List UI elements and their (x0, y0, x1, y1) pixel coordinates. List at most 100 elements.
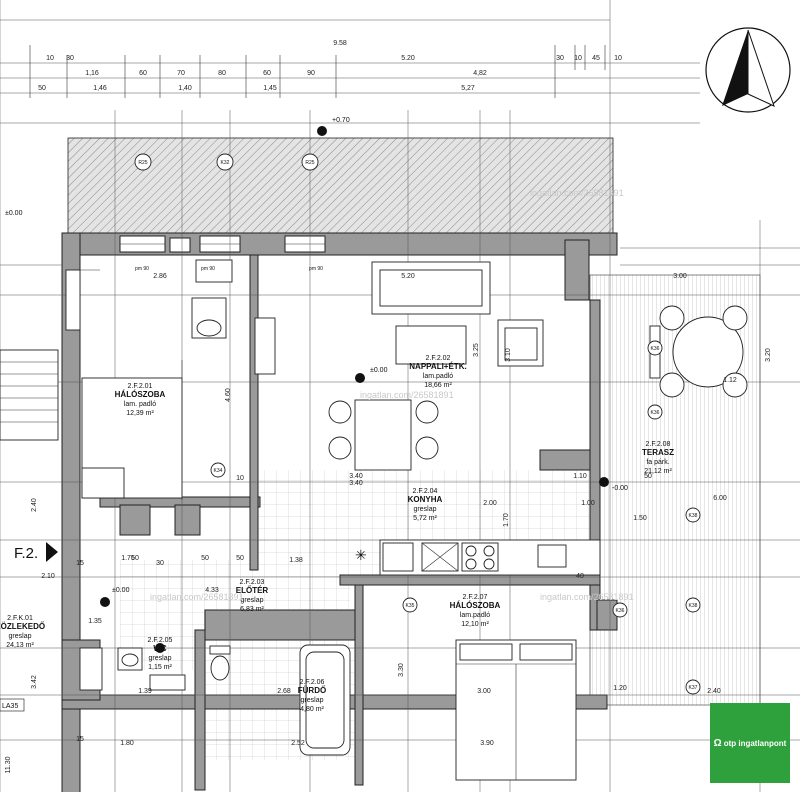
watermark-2: ingatlan.com/26581891 (360, 390, 454, 400)
dimension-value: 10 (46, 55, 54, 62)
room-code: 2.F.2.01 (128, 383, 153, 390)
dim-kitchen-width: 3.40 (349, 480, 363, 487)
small-dimension: 1.20 (613, 685, 627, 692)
room-name: KÖZLEKEDŐ (0, 622, 45, 631)
room-name: WC (153, 644, 167, 653)
small-dimension: 15 (76, 560, 84, 567)
dimension-value: 60 (139, 70, 147, 77)
level-hall: ±0.00 (112, 587, 130, 594)
dim-overall: 9.58 (333, 40, 347, 47)
stair-label-box (0, 698, 25, 712)
dimension-value: 4,82 (473, 70, 487, 77)
bedroom1-details (65, 269, 183, 500)
dimension-value: 60 (263, 70, 271, 77)
dimension-value: 10 (574, 55, 582, 62)
small-dimension: 40 (576, 573, 584, 580)
small-dimension: 10 (236, 475, 244, 482)
room-area: 5,72 m² (413, 515, 437, 522)
dim-living-height: 3.25 (473, 343, 480, 357)
small-dimension: 50 (236, 555, 244, 562)
room-area: 4,80 m² (300, 706, 324, 713)
dimension-value: 30 (66, 55, 74, 62)
dim-bath-width: 2.68 (277, 688, 291, 695)
otp-ingatlanpont-logo: Ω otp ingatlanpont (710, 703, 790, 783)
dim-left-a: 2.40 (31, 498, 38, 512)
sanitary (79, 644, 351, 756)
room-code: 2.F.2.02 (426, 355, 451, 362)
dim-hall-h: 4.33 (205, 587, 219, 594)
level-top: +0.70 (332, 117, 350, 124)
room-name: HÁLÓSZOBA (115, 390, 166, 399)
room-code: 2.F.K.01 (7, 615, 33, 622)
room-area: 24,13 m² (6, 642, 34, 649)
room-floor: lam. padló (124, 401, 156, 408)
watermark-3: ingatlan.com/26581891 (540, 592, 634, 602)
dim-bottom-c: 2.40 (707, 688, 721, 695)
small-dimension: 50 (644, 473, 652, 480)
entry-star-icon: ✳ (355, 547, 367, 563)
small-dimension: 1.12 (723, 377, 737, 384)
room-area: 12,39 m² (126, 410, 154, 417)
bedroom2-details (455, 639, 577, 781)
room-floor: greslap (149, 655, 172, 662)
window-label: R25 (138, 160, 147, 166)
level-living: ±0.00 (370, 367, 388, 374)
living-furniture (191, 259, 544, 471)
dim-kitchen-h: 1.70 (503, 513, 510, 527)
room-code: 2.F.2.05 (148, 637, 173, 644)
small-dimension: 50 (201, 555, 209, 562)
small-dimension: 30 (156, 560, 164, 567)
dim-bed2-depth: 3.30 (398, 663, 405, 677)
window-label: R25 (305, 160, 314, 166)
room-area: 18,66 m² (424, 382, 452, 389)
room-name: HÁLÓSZOBA (450, 601, 501, 610)
dim-bed2-width: 3.00 (477, 688, 491, 695)
small-dimension: 15 (76, 736, 84, 743)
level-markers (100, 126, 609, 653)
dim-terrace-width: 3.00 (673, 273, 687, 280)
window-label: K36 (651, 346, 660, 352)
room-code: 2.F.2.08 (646, 441, 671, 448)
dimension-value: 70 (177, 70, 185, 77)
north-arrow-icon (705, 27, 791, 113)
room-name: FÜRDŐ (298, 686, 326, 695)
room-area: 12,10 m² (461, 621, 489, 628)
small-dimension: 1.35 (88, 618, 102, 625)
apartment-code: F.2. (14, 545, 38, 562)
room-area: 1,15 m² (148, 664, 172, 671)
room-name: NAPPALI+ÉTK. (409, 362, 466, 371)
small-dimension: 6.00 (713, 495, 727, 502)
dimension-value: 50 (38, 85, 46, 92)
window-label: K36 (616, 608, 625, 614)
stairs (0, 349, 59, 441)
room-floor: greslap (9, 633, 32, 640)
room-floor: greslap (414, 506, 437, 513)
otp-logo-icon: Ω (713, 737, 722, 749)
watermark-4: ingatlan.com/26581891 (150, 592, 244, 602)
stair-label: LA35 (2, 703, 18, 710)
logo-text: otp ingatlanpont (723, 738, 787, 748)
dimension-value: 1,40 (178, 85, 192, 92)
top-dimension-ticks (29, 45, 606, 98)
small-dimension: 60 (131, 555, 139, 562)
dimension-value: 80 (218, 70, 226, 77)
room-floor: lam.padló (423, 373, 453, 380)
room-code: 2.F.2.03 (240, 579, 265, 586)
dim-bed1-height: 4.60 (225, 388, 232, 402)
small-dimension: 2.00 (483, 500, 497, 507)
room-name: KONYHA (408, 495, 443, 504)
room-code: 2.F.2.07 (463, 594, 488, 601)
dim-wc-width: 1.39 (138, 688, 152, 695)
